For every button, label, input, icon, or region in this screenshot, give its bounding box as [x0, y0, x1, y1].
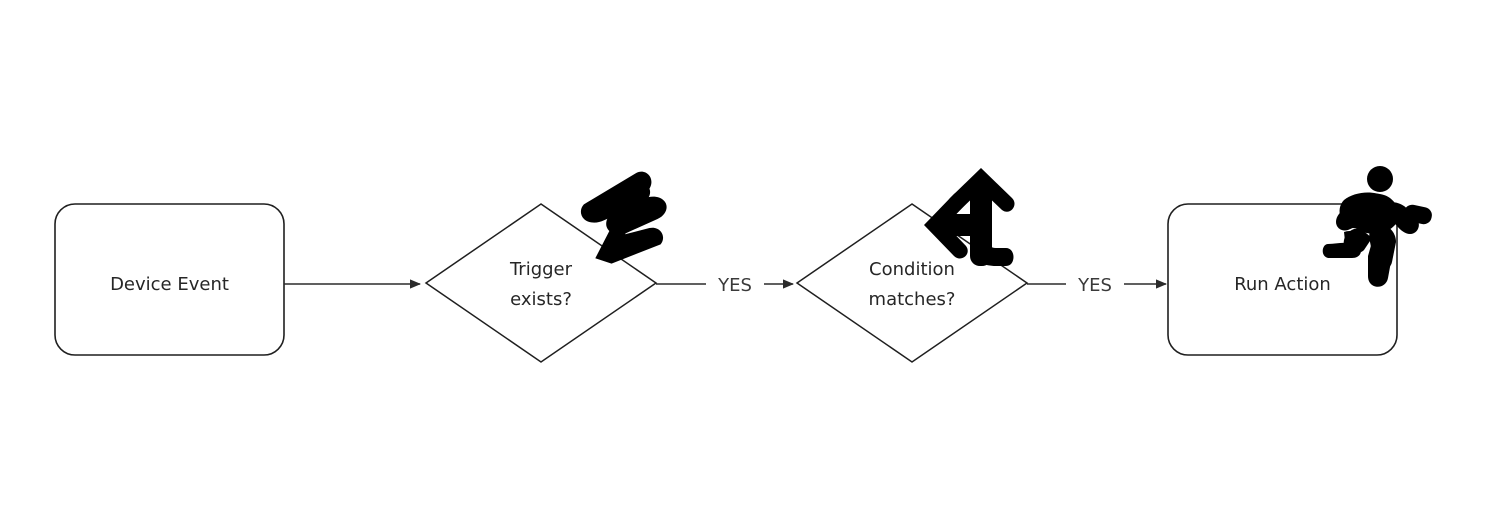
node-run-action[interactable]: Run Action	[1167, 203, 1398, 356]
running-person-icon	[1322, 166, 1432, 287]
node-condition-matches[interactable]: Condition matches?	[795, 203, 1029, 363]
condition-matches-diamond[interactable]	[795, 203, 1029, 363]
edge-trigger-to-condition: YES	[656, 275, 795, 296]
node-device-event[interactable]: Device Event	[54, 203, 285, 356]
condition-matches-label-line1: Condition	[869, 259, 955, 280]
lightning-bolt-icon	[580, 171, 667, 264]
branch-arrows-icon	[924, 168, 1015, 266]
node-trigger-exists[interactable]: Trigger exists?	[424, 203, 658, 363]
trigger-exists-label-line2: exists?	[510, 289, 572, 310]
run-action-label: Run Action	[1234, 274, 1331, 295]
condition-matches-label-line2: matches?	[869, 289, 956, 310]
device-event-label: Device Event	[110, 274, 229, 295]
edge-label-yes-1: YES	[717, 275, 752, 296]
edge-label-yes-2: YES	[1077, 275, 1112, 296]
device-event-box[interactable]	[54, 203, 285, 356]
trigger-exists-label-line1: Trigger	[509, 259, 573, 280]
edge-condition-to-action: YES	[1027, 275, 1168, 296]
run-action-box[interactable]	[1167, 203, 1398, 356]
